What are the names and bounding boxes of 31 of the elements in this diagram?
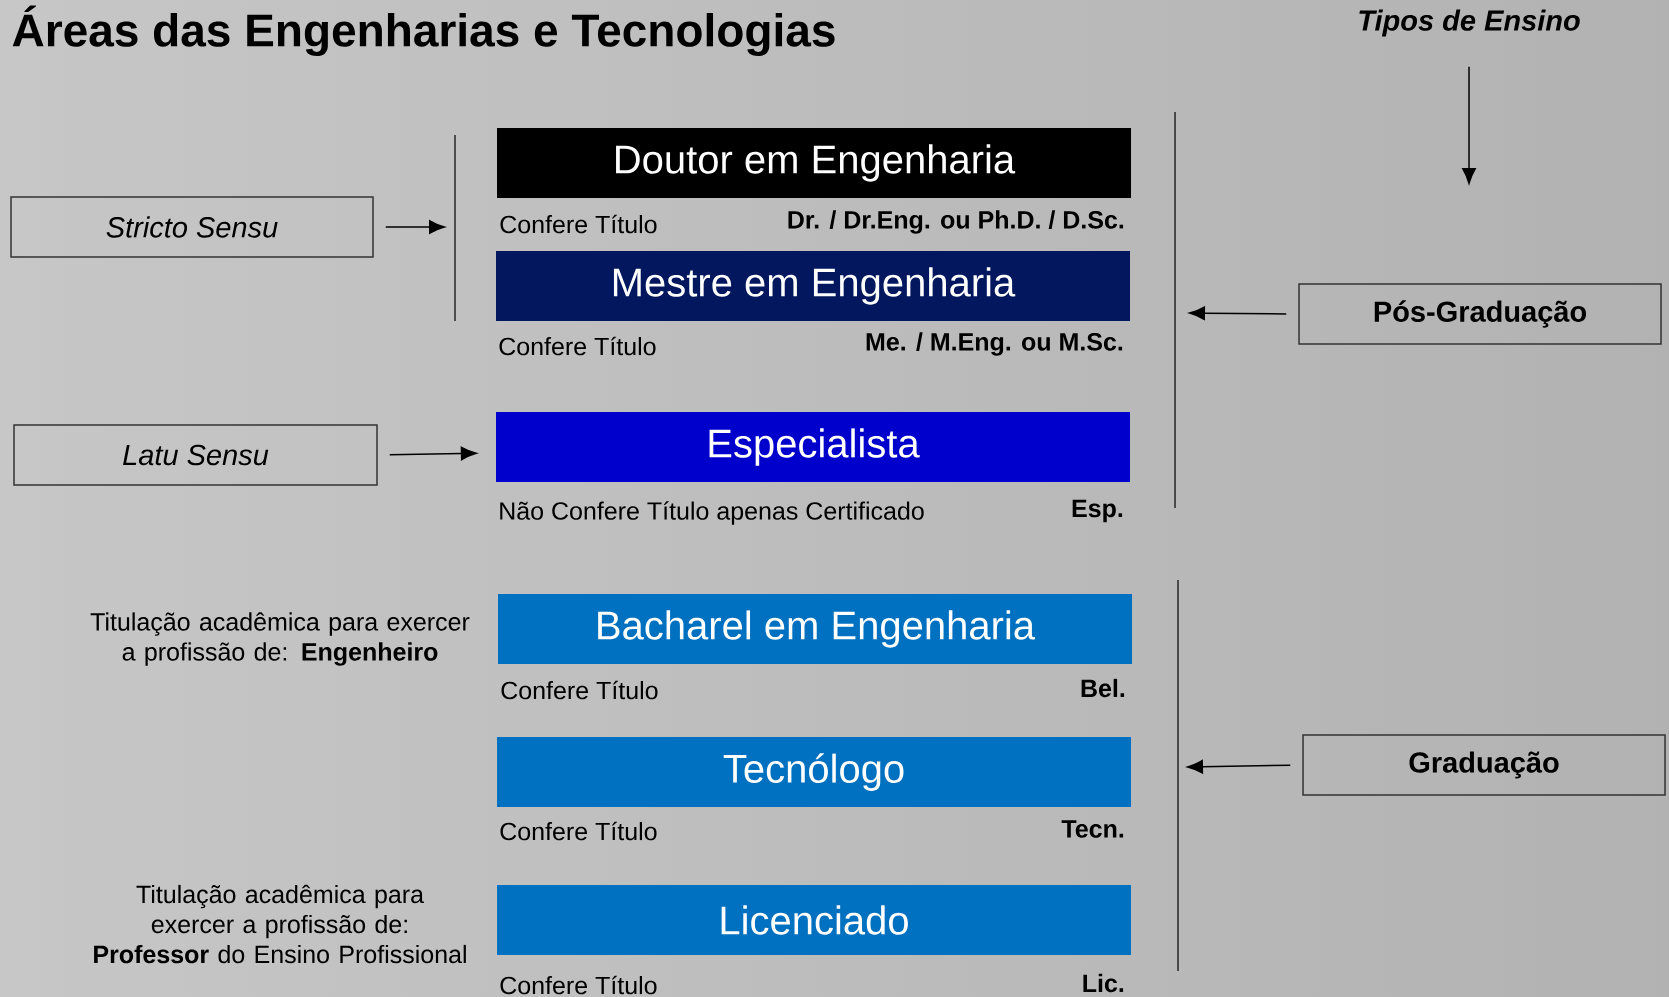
title-bar: Tecnólogo	[497, 737, 1131, 807]
caption-text: Confere Título	[500, 821, 657, 841]
degree-abbreviation: Bel.	[1081, 678, 1125, 698]
degree-abbreviation: Lic.	[1083, 973, 1124, 993]
arrow	[1187, 759, 1291, 774]
title-bar: Mestre em Engenharia	[496, 251, 1130, 321]
label-box: Stricto Sensu	[10, 196, 374, 258]
caption-text: Confere Título	[500, 214, 657, 234]
degree-abbreviation: Dr. / Dr.Eng. ou Ph.D. / D.Sc.	[788, 210, 1124, 234]
arrow	[1189, 306, 1287, 321]
degree-abbreviation: Me. / M.Eng. ou M.Sc.	[866, 332, 1123, 356]
title-bar: Especialista	[496, 412, 1130, 482]
caption-text: Confere Título	[501, 680, 658, 700]
arrow	[385, 220, 445, 234]
heading-text: Tipos de Ensino	[1359, 9, 1580, 37]
degree-abbreviation: Esp.	[1072, 499, 1123, 523]
degree-abbreviation: Tecn.	[1061, 820, 1124, 838]
label-box: Graduação	[1302, 734, 1666, 796]
arrow	[389, 446, 477, 461]
title: Áreas das Engenharias e Tecnologias	[12, 5, 835, 57]
caption-text: Confere Título	[499, 336, 656, 356]
arrow	[1462, 65, 1476, 184]
label-box: Pós-Graduação	[1298, 283, 1662, 345]
label-box: Latu Sensu	[13, 424, 378, 486]
note-text: Titulação acadêmica para exercer a profissão de: Engenheiro	[90, 612, 470, 666]
title-bar: Bacharel em Engenharia	[498, 594, 1132, 664]
caption-text: Não Confere Título apenas Certificado	[500, 501, 924, 525]
title-bar: Doutor em Engenharia	[497, 128, 1131, 198]
title-bar: Licenciado	[497, 885, 1131, 955]
note-text: Titulação acadêmica para exercer a profissão de: Professor do Ensino Profissional	[94, 884, 466, 964]
caption-text: Confere Título	[500, 975, 657, 995]
